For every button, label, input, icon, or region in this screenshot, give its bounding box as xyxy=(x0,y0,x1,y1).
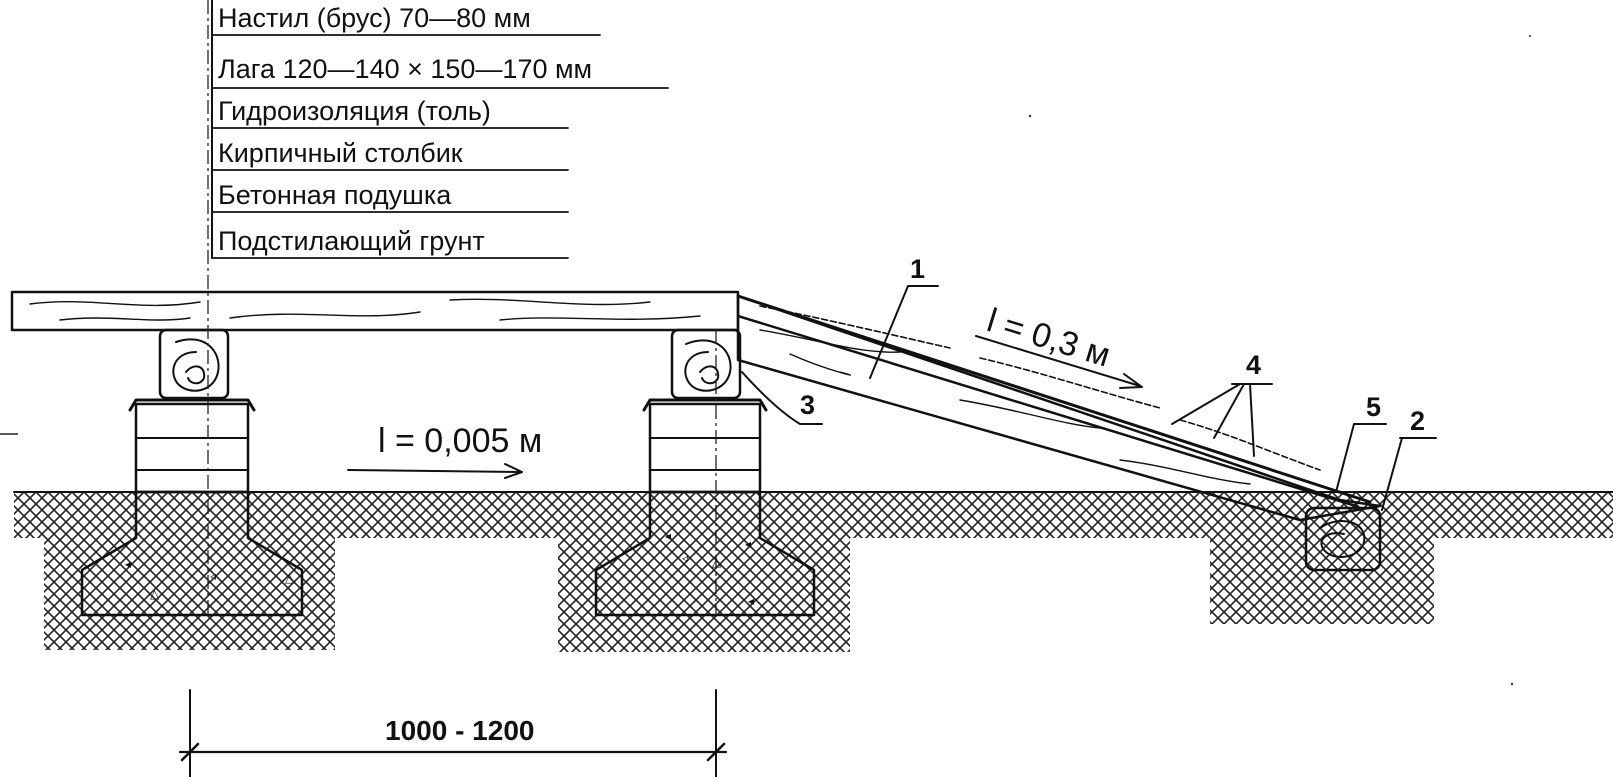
svg-text:2: 2 xyxy=(1410,406,1425,436)
concrete-cushion-left: ◂ △ ◃ △ xyxy=(80,490,304,617)
legend-item-joist: Лага 120—140 × 150—170 мм xyxy=(218,54,592,84)
concrete-cushion-middle: ◂ ◃ △ ◂ ◂ xyxy=(594,490,816,617)
brick-post-left xyxy=(128,398,256,494)
svg-text:3: 3 xyxy=(800,390,815,420)
callout-1: 1 xyxy=(869,254,939,379)
svg-text:◂: ◂ xyxy=(745,537,751,551)
svg-text:1: 1 xyxy=(910,254,925,284)
svg-text:4: 4 xyxy=(1246,350,1261,380)
joist-left xyxy=(158,328,230,400)
legend-item-waterproofing: Гидроизоляция (толь) xyxy=(218,96,491,126)
svg-text:△: △ xyxy=(150,587,160,601)
ramp xyxy=(736,294,1382,522)
svg-text:◃: ◃ xyxy=(682,551,688,565)
svg-text:◂: ◂ xyxy=(125,557,131,571)
joist-ramp-end xyxy=(1304,506,1382,572)
soil-ground xyxy=(13,491,1613,652)
svg-text:◂: ◂ xyxy=(665,529,671,543)
slope-floor-label: l = 0,005 м xyxy=(378,422,542,460)
joist-middle xyxy=(670,328,742,400)
callout-2: 2 xyxy=(1381,406,1437,511)
svg-text:◃: ◃ xyxy=(210,569,216,583)
svg-text:5: 5 xyxy=(1366,392,1381,422)
span-dimension-label: 1000 - 1200 xyxy=(385,715,534,746)
legend-item-base-soil: Подстилающий грунт xyxy=(218,226,485,256)
layer-legend: Настил (брус) 70—80 мм Лага 120—140 × 15… xyxy=(211,0,669,259)
svg-text:△: △ xyxy=(712,555,722,569)
callout-3: 3 xyxy=(741,371,823,425)
brick-post-middle xyxy=(642,398,768,494)
callout-4: 4 xyxy=(1171,350,1273,457)
floor-deck xyxy=(10,290,740,332)
slope-ramp-annotation: l = 0,3 м xyxy=(975,301,1143,389)
legend-item-concrete-cushion: Бетонная подушка xyxy=(218,180,452,210)
span-dimension: 1000 - 1200 xyxy=(178,689,728,777)
legend-item-decking: Настил (брус) 70—80 мм xyxy=(218,3,531,33)
legend-item-brick-post: Кирпичный столбик xyxy=(218,138,463,168)
svg-text:◂: ◂ xyxy=(748,594,754,608)
axis-lines xyxy=(0,0,717,615)
svg-text:△: △ xyxy=(285,571,295,585)
slope-floor-annotation: l = 0,005 м xyxy=(347,422,542,479)
callout-5: 5 xyxy=(1335,392,1387,493)
